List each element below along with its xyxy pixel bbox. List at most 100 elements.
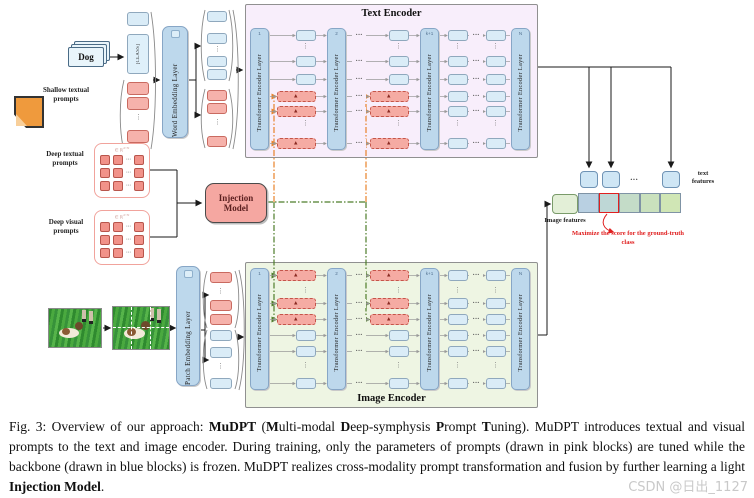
deep-textual-prompts: ∈ ℝd×N ··· ··· ···	[94, 143, 150, 198]
deep-prompt-token: ▲	[277, 270, 316, 281]
transformer-encoder-layer-label: Transformer Encoder Layer	[517, 294, 524, 372]
token-box	[389, 30, 409, 41]
injection-model: Injection Model	[205, 183, 267, 223]
token-box	[296, 346, 316, 357]
prompt-cell	[134, 222, 144, 232]
ellipsis: ···	[352, 107, 366, 116]
score-annotation: Maximize the score for the ground-truth …	[571, 230, 685, 246]
shallow-prompt-token	[207, 103, 227, 114]
transformer-encoder-layer-label: Transformer Encoder Layer	[256, 294, 263, 372]
shallow-prompt-token	[207, 136, 227, 147]
prompt-cell	[112, 222, 123, 232]
transformer-encoder-layer-label: Transformer Encoder Layer	[333, 294, 340, 372]
token-box	[486, 378, 506, 389]
ellipsis-vertical: ⋮	[454, 42, 461, 50]
ellipsis: ···	[469, 331, 483, 340]
dog-head	[141, 321, 150, 330]
prompt-cell	[134, 235, 144, 245]
transformer-encoder-layer-label: Transformer Encoder Layer	[256, 54, 263, 132]
frozen-icon	[183, 270, 193, 278]
ellipsis: ···	[469, 75, 483, 84]
person-leg	[150, 308, 154, 321]
patch-embedding-layer: Patch Embedding Layer	[176, 266, 200, 386]
token-box	[389, 346, 409, 357]
ellipsis-vertical: ⋮	[395, 119, 402, 127]
prompt-cell	[99, 222, 110, 232]
ellipsis: ···	[469, 347, 483, 356]
ellipsis: ···	[352, 75, 366, 84]
ellipsis: ···	[469, 31, 483, 40]
token-box	[486, 314, 506, 325]
deep-textual-prompts-label: Deep textual prompts	[46, 150, 84, 167]
token-box	[486, 298, 506, 309]
token-box	[127, 12, 149, 26]
ellipsis: ···	[125, 224, 131, 230]
deep-prompt-token: ▲	[370, 91, 409, 102]
token-box	[207, 69, 227, 80]
token-box	[389, 378, 409, 389]
deep-prompt-token: ▲	[370, 270, 409, 281]
score-cell	[578, 193, 599, 213]
token-box	[296, 74, 316, 85]
deep-prompt-token: ▲	[277, 91, 316, 102]
ellipsis: ···	[469, 107, 483, 116]
ellipsis: ···	[352, 299, 366, 308]
prompt-cell	[134, 155, 144, 165]
dog-patch	[62, 328, 70, 335]
text-encoder-title: Text Encoder	[361, 8, 422, 19]
deep-prompt-token: ▲	[370, 106, 409, 117]
token-box	[486, 74, 506, 85]
patch-token-box	[210, 378, 232, 389]
text-feature-box	[662, 171, 680, 188]
ellipsis: ···	[352, 331, 366, 340]
dog-image-patched	[112, 306, 170, 350]
deep-prompt-token: ▲	[370, 138, 409, 149]
text-features-label: text features	[691, 170, 715, 185]
ellipsis: ···	[469, 271, 483, 280]
prompt-set-notation: ∈ ℝd×N	[114, 146, 130, 153]
prompt-cell	[134, 248, 144, 258]
prompt-cell	[134, 168, 144, 178]
token-box	[389, 74, 409, 85]
ellipsis: ···	[352, 347, 366, 356]
visual-prompt-token	[210, 272, 232, 283]
token-box	[389, 56, 409, 67]
token-box	[448, 378, 468, 389]
prompt-cell	[99, 155, 110, 165]
layer-subscript: k+1	[425, 31, 434, 36]
token-box	[486, 138, 506, 149]
person-leg	[89, 311, 93, 324]
transformer-encoder-layer-label: Transformer Encoder Layer	[426, 294, 433, 372]
deep-prompt-token: ▲	[277, 314, 316, 325]
ellipsis: ···	[352, 315, 366, 324]
dog-image	[48, 308, 102, 348]
patch-grid-line	[113, 327, 169, 329]
prompt-cell	[112, 235, 123, 245]
token-box	[296, 378, 316, 389]
ellipsis-vertical: ⋮	[454, 361, 461, 369]
ellipsis: ···	[125, 183, 131, 189]
token-box	[486, 270, 506, 281]
ellipsis-vertical: ⋮	[492, 42, 499, 50]
class-token-box: [CLASS]	[127, 34, 149, 74]
token-box	[296, 30, 316, 41]
prompt-cell	[112, 155, 123, 165]
score-cell	[639, 193, 661, 213]
token-box	[207, 33, 227, 44]
transformer-encoder-layer-label: Transformer Encoder Layer	[426, 54, 433, 132]
ellipsis: ···	[469, 139, 483, 148]
figure-caption: Fig. 3: Overview of our approach: MuDPT …	[9, 419, 746, 495]
ellipsis: ···	[125, 170, 131, 176]
shallow-prompt-token	[207, 90, 227, 101]
prompt-cell	[112, 168, 123, 178]
image-features-label: Image features	[544, 217, 586, 224]
ellipsis-vertical: ⋮	[302, 119, 309, 127]
layer-subscript: 1	[258, 271, 261, 276]
token-box	[448, 56, 468, 67]
ellipsis-vertical: ⋮	[492, 119, 499, 127]
